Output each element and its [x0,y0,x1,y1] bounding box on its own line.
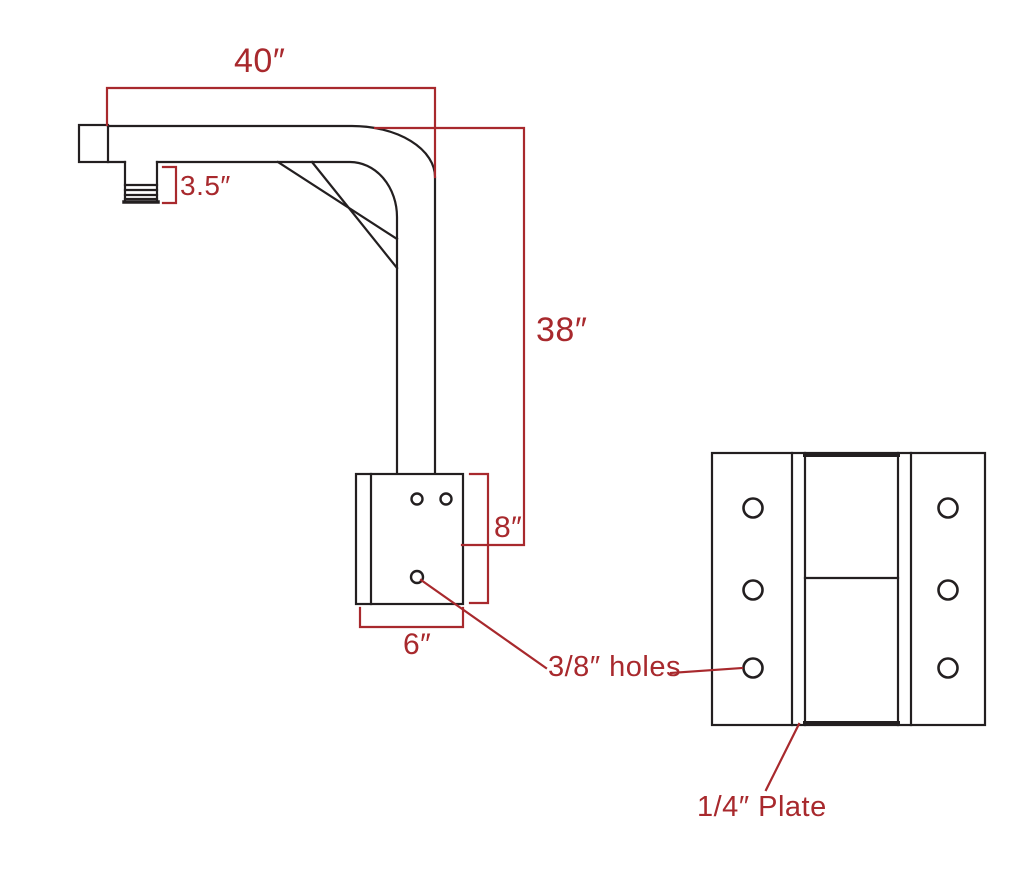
gusset-edge-upper [276,160,399,241]
annotation-plate: 1/4″ Plate [697,791,827,823]
dimension-label-40: 40″ [234,42,286,80]
dimension-line-40 [105,86,437,179]
dimension-label-38: 38″ [536,311,588,349]
plate-hole [410,492,424,506]
dimension-label-8: 8″ [494,511,523,544]
leader-line-plate [764,722,801,792]
bolt-hole [742,579,764,601]
plate-hole [439,492,453,506]
dimension-line-3-5 [161,165,178,205]
arm-end-cap [77,123,110,164]
dimension-line-8 [468,472,490,605]
plate-front-view [710,451,987,727]
bolt-hole [937,497,959,519]
annotation-holes: 3/8″ holes [548,651,681,683]
dimension-label-6: 6″ [403,628,432,661]
bolt-hole [937,579,959,601]
leader-line-holes-left [419,578,548,670]
leader-line-holes-right [669,666,744,675]
dimension-line-38 [373,126,526,547]
threaded-tenon [122,160,160,204]
dimension-lines [105,86,801,792]
arm-side-view [77,123,465,606]
dimension-label-3-5: 3.5″ [180,170,231,201]
bolt-hole [742,657,764,679]
bolt-hole [742,497,764,519]
arm-inner-contour [155,160,399,476]
gusset-edge-lower [310,160,399,270]
dimension-line-6 [358,606,465,629]
bolt-hole [937,657,959,679]
